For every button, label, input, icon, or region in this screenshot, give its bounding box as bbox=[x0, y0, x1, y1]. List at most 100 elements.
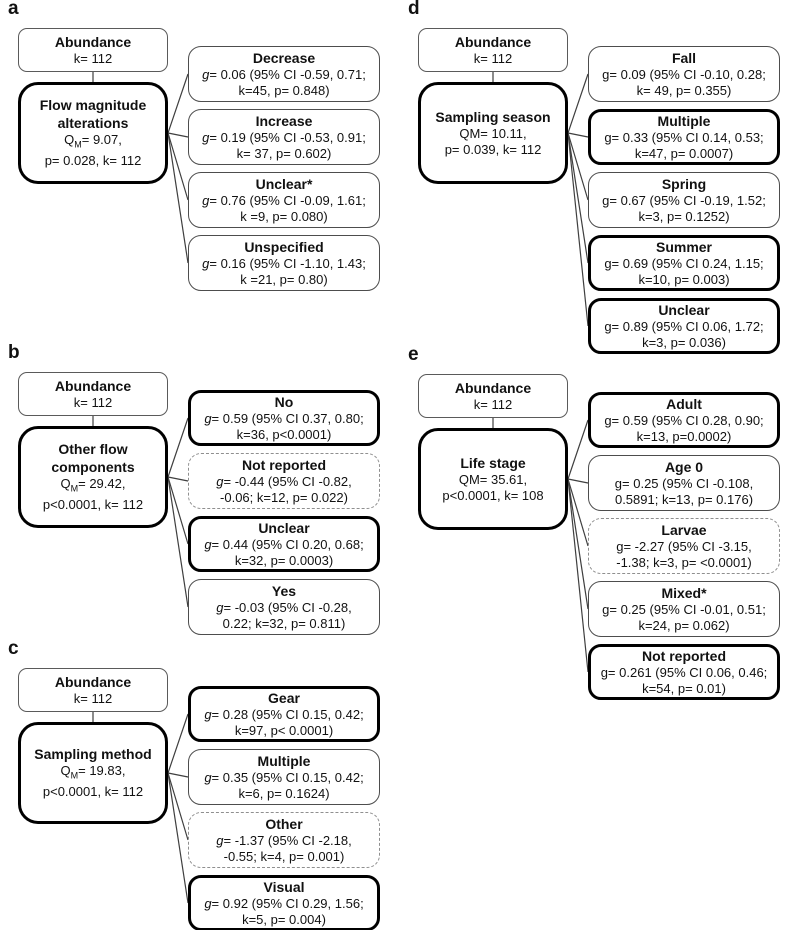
stat-line: g= 0.35 (95% CI 0.15, 0.42; bbox=[204, 769, 364, 785]
stat-line: g= 0.25 (95% CI -0.01, 0.51; bbox=[602, 601, 766, 617]
stat-line: g= 0.06 (95% CI -0.59, 0.71; bbox=[202, 66, 366, 82]
parent-title: Abundance bbox=[54, 673, 132, 690]
stat-line: p<0.0001, k= 112 bbox=[42, 497, 144, 513]
outcome-title: Visual bbox=[263, 878, 305, 895]
outcome-title: Spring bbox=[661, 175, 707, 192]
stat-line: QM= 35.61, bbox=[458, 471, 528, 487]
outcome-title: Larvae bbox=[661, 521, 707, 538]
stat-line: k= 49, p= 0.355) bbox=[636, 83, 732, 98]
panel-label: b bbox=[8, 342, 20, 363]
stat-line: QM= 9.07, bbox=[64, 132, 122, 150]
parent-title: Abundance bbox=[54, 377, 132, 394]
parent-subtitle: k= 112 bbox=[73, 50, 113, 66]
stat-line: k =9, p= 0.080) bbox=[240, 209, 328, 224]
stat-line: k=3, p= 0.1252) bbox=[638, 209, 730, 224]
stat-line: g= 0.59 (95% CI 0.37, 0.80; bbox=[204, 410, 364, 426]
outcome-title: Not reported bbox=[642, 647, 726, 664]
parent-subtitle: k= 112 bbox=[473, 50, 513, 66]
stat-line: k=47, p= 0.0007) bbox=[634, 146, 734, 161]
stat-line: -1.38; k=3, p= <0.0001) bbox=[616, 555, 752, 570]
stat-line: g= 0.69 (95% CI 0.24, 1.15; bbox=[604, 255, 764, 271]
outcome-title: Other bbox=[265, 815, 303, 832]
outcome-title: Yes bbox=[271, 582, 297, 599]
outcome-title: Gear bbox=[268, 689, 300, 706]
stat-line: g= 0.92 (95% CI 0.29, 1.56; bbox=[204, 895, 364, 911]
parent-title: Abundance bbox=[54, 33, 132, 50]
stat-line: g= 0.09 (95% CI -0.10, 0.28; bbox=[602, 66, 766, 82]
outcome-box-mixed: Mixed*g= 0.25 (95% CI -0.01, 0.51;k=24, … bbox=[588, 581, 780, 637]
stat-line: QM= 10.11, bbox=[459, 125, 527, 141]
stat-line: g= 0.261 (95% CI 0.06, 0.46; bbox=[600, 664, 768, 680]
stat-line: p= 0.039, k= 112 bbox=[444, 142, 542, 157]
outcome-title: Age 0 bbox=[664, 458, 704, 475]
stat-line: p<0.0001, k= 112 bbox=[42, 784, 144, 800]
stat-line: k=3, p= 0.036) bbox=[642, 335, 726, 350]
outcome-title: Multiple bbox=[657, 112, 711, 129]
stat-line: g= 0.67 (95% CI -0.19, 1.52; bbox=[602, 192, 766, 208]
parent-title: Abundance bbox=[454, 33, 532, 50]
stat-line: k=32, p= 0.0003) bbox=[234, 553, 334, 568]
stat-line: g= -0.03 (95% CI -0.28, bbox=[216, 599, 352, 615]
stat-line: QM= 19.83, bbox=[60, 763, 126, 781]
outcome-title: Mixed* bbox=[661, 584, 707, 601]
panel-label: a bbox=[8, 0, 19, 19]
stat-line: g= 0.89 (95% CI 0.06, 1.72; bbox=[604, 318, 764, 334]
moderator-title: Flow magnitude alterations bbox=[39, 97, 147, 132]
stat-line: k=13, p=0.0002) bbox=[636, 429, 732, 444]
stat-line: k=45, p= 0.848) bbox=[238, 83, 330, 98]
outcome-title: Adult bbox=[666, 395, 702, 412]
outcome-title: Multiple bbox=[257, 752, 311, 769]
stat-line: g= 0.59 (95% CI 0.28, 0.90; bbox=[604, 412, 764, 428]
moderator-title: Other flow components bbox=[51, 441, 135, 476]
stat-line: k=24, p= 0.062) bbox=[638, 618, 730, 633]
stat-line: k=54, p= 0.01) bbox=[642, 681, 726, 696]
outcome-title: Unspecified bbox=[244, 238, 324, 255]
outcome-title: Unclear bbox=[658, 301, 710, 318]
stat-line: 0.5891; k=13, p= 0.176) bbox=[614, 492, 754, 507]
parent-subtitle: k= 112 bbox=[473, 396, 513, 412]
stat-line: g= 0.76 (95% CI -0.09, 1.61; bbox=[202, 192, 366, 208]
stat-line: g= -1.37 (95% CI -2.18, bbox=[216, 832, 352, 848]
stat-line: g= 0.25 (95% CI -0.108, bbox=[614, 475, 754, 491]
stat-line: p= 0.028, k= 112 bbox=[44, 153, 142, 169]
parent-subtitle: k= 112 bbox=[73, 394, 113, 410]
outcome-title: Summer bbox=[655, 238, 713, 255]
moderator-title: Life stage bbox=[460, 454, 526, 471]
outcome-box-unclear: Unclear*g= 0.76 (95% CI -0.09, 1.61;k =9… bbox=[188, 172, 380, 228]
stat-line: g= 0.33 (95% CI 0.14, 0.53; bbox=[604, 129, 764, 145]
stat-line: k=6, p= 0.1624) bbox=[238, 786, 330, 801]
stat-line: -0.06; k=12, p= 0.022) bbox=[220, 490, 348, 505]
stat-line: k =21, p= 0.80) bbox=[240, 272, 328, 287]
stat-line: k=36, p<0.0001) bbox=[236, 427, 332, 442]
parent-subtitle: k= 112 bbox=[73, 690, 113, 706]
